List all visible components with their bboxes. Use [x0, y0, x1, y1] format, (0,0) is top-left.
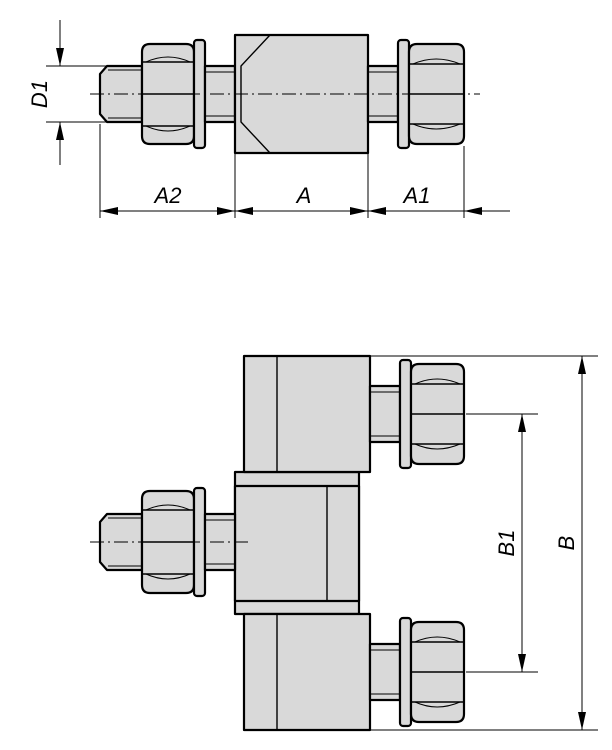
upper-right-hex-nut — [409, 362, 466, 466]
top-view: D1 A2 A A1 — [27, 20, 510, 218]
dimension-b1-label: B1 — [494, 530, 519, 557]
dimension-a: A — [235, 183, 368, 215]
dimension-b: B — [554, 356, 586, 730]
dimension-b-label: B — [554, 536, 579, 551]
dimension-a1: A1 — [368, 183, 510, 215]
upper-body-block — [242, 354, 372, 474]
connector-block — [233, 470, 361, 616]
dimension-a1-label: A1 — [402, 183, 431, 208]
upper-right-washer — [398, 358, 413, 470]
dimension-a2-label: A2 — [153, 183, 182, 208]
dimension-b1: B1 — [494, 414, 526, 672]
front-view: B1 B — [90, 354, 598, 732]
lower-right-stud — [368, 642, 402, 702]
dimension-a2: A2 — [100, 183, 235, 215]
lower-body-block — [242, 612, 372, 732]
dimension-d1: D1 — [27, 20, 106, 165]
lower-right-washer — [398, 616, 413, 728]
dimension-a-label: A — [295, 183, 312, 208]
upper-right-stud — [368, 384, 402, 444]
lower-right-hex-nut — [409, 620, 466, 724]
dimension-d1-label: D1 — [27, 80, 52, 108]
